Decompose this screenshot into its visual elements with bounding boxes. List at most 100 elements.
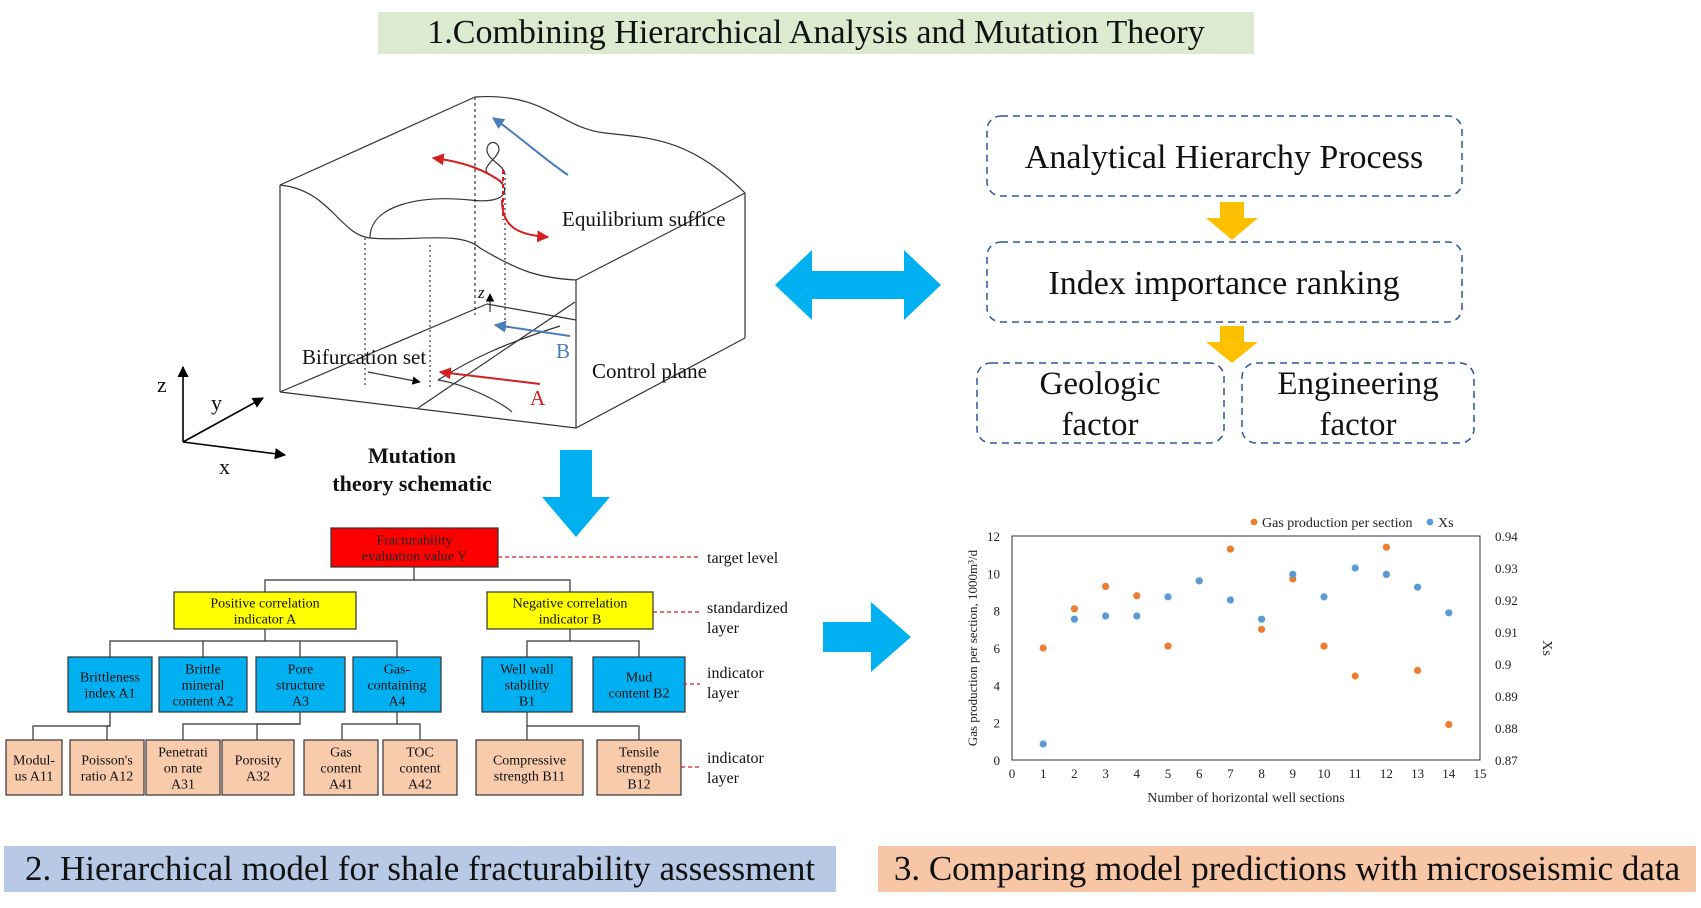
fold-curve [369, 141, 506, 239]
y-tick-label: 2 [994, 716, 1001, 731]
xs-point [1351, 564, 1359, 572]
target-node [330, 527, 499, 568]
negative-node-text: Negative correlation [513, 596, 628, 611]
xs-point [1320, 593, 1328, 601]
x-tick-label: 10 [1318, 766, 1331, 781]
sub-indicator-node-5-text: content [320, 761, 361, 776]
gas-point [1164, 642, 1172, 650]
gas-point [1133, 592, 1141, 600]
y-tick-label: 4 [994, 678, 1001, 693]
blue-arrow-top [492, 117, 569, 176]
level-label-indicator2: indicator [707, 750, 765, 767]
indicator-node-4-text: containing [367, 678, 426, 693]
x-tick-label: 3 [1102, 766, 1109, 781]
x-axis-title: Number of horizontal well sections [1147, 791, 1345, 806]
ranking-box [986, 241, 1463, 323]
red-arrow-a [438, 367, 541, 385]
schematic-caption-line1: Mutation [368, 443, 456, 468]
sub-indicator-node-4-text: A32 [246, 769, 270, 784]
engineering-line1: Engineering [1277, 366, 1438, 402]
equilibrium-surface-front [279, 184, 577, 281]
gas-point [1382, 543, 1390, 551]
sub-indicator-node-6-text: content [399, 761, 440, 776]
level-label-indicator1: layer [707, 685, 740, 702]
gas-point [1070, 605, 1078, 613]
x-tick-label: 11 [1349, 766, 1362, 781]
xs-point [1133, 612, 1141, 620]
connector-a3-sub2 [256, 723, 300, 740]
sub-indicator-node-3 [145, 739, 221, 796]
legend-label-1: Gas production per section [1262, 516, 1412, 531]
indicator-node-5-text: stability [504, 678, 549, 693]
xs-point [1039, 740, 1047, 748]
schematic-box-back-edge [279, 96, 476, 186]
level-label-indicator2: layer [707, 770, 740, 787]
section3-banner: 3. Comparing model predictions with micr… [878, 846, 1696, 892]
gas-point [1320, 642, 1328, 650]
indicator-node-3-text: structure [276, 678, 325, 693]
gas-point [1258, 625, 1266, 633]
x-tick-label: 13 [1411, 766, 1424, 781]
connector-a1-sub [32, 712, 111, 740]
xs-point [1195, 577, 1203, 585]
connector-a4-sub2 [397, 723, 421, 740]
sub-indicator-node-8-text: Tensile [619, 745, 659, 760]
ahp-box [986, 115, 1463, 197]
equilibrium-label: Equilibrium suffice [562, 207, 726, 231]
control-plane-axis [279, 303, 488, 393]
down-arrow [542, 450, 610, 537]
y2-tick-label: 0.93 [1495, 561, 1518, 576]
indicator-node-1-text: Brittleness [80, 670, 140, 685]
indicator-node-3-text: A3 [292, 695, 309, 710]
xs-point [1382, 570, 1390, 579]
gas-point [1414, 666, 1422, 675]
control-plane-label: Control plane [592, 359, 707, 383]
gas-point [1226, 545, 1234, 553]
geologic-line1: Geologic [1040, 366, 1161, 402]
target-node-text: Fracturability [376, 533, 452, 548]
sub-indicator-node-5-text: A41 [329, 778, 353, 793]
flow-arrows [542, 250, 941, 672]
sub-indicator-node-6-text: A42 [408, 778, 432, 793]
bifurcation-label: Bifurcation set [302, 345, 426, 369]
x-tick-label: 2 [1071, 766, 1078, 781]
negative-node [486, 591, 654, 630]
gas-point [1445, 720, 1453, 729]
gas-point [1039, 644, 1047, 652]
schematic-box-bottom-front [279, 337, 746, 429]
sub-indicator-node-2 [69, 739, 145, 796]
level-label-indicator1: indicator [707, 665, 765, 682]
engineering-box [1241, 362, 1475, 444]
indicator-node-2-text: Brittle [185, 662, 221, 677]
axis-y-line [182, 397, 264, 443]
bifurcation-cusp-lower [437, 379, 513, 413]
y-tick-label: 6 [994, 641, 1001, 656]
blue-arrow-b [493, 320, 571, 337]
connector-a1-sub2 [106, 725, 110, 740]
connector-a2 [265, 640, 398, 657]
sub-indicator-node-4 [221, 739, 295, 796]
xyz-axes [177, 365, 287, 460]
sub-indicator-node-6-text: TOC [406, 745, 434, 760]
ahp-box-text: Analytical Hierarchy Process [1025, 139, 1423, 176]
ahp-flow: Analytical Hierarchy Process Index impor… [976, 115, 1475, 444]
y-tick-label: 12 [987, 529, 1000, 544]
indicator-node-2 [158, 656, 248, 713]
indicator-node-3-text: Pore [288, 662, 314, 677]
indicator-node-6-text: content B2 [608, 686, 669, 701]
point-a-label: A [530, 386, 546, 410]
sub-indicator-node-2-text: Poisson's [81, 753, 133, 768]
indicator-node-4-text: A4 [388, 695, 405, 710]
sub-indicator-node-8-text: B12 [627, 778, 650, 793]
xs-point [1289, 570, 1297, 579]
legend-marker-2 [1426, 518, 1434, 526]
sub-indicator-node-5-text: Gas [330, 745, 352, 760]
indicator-node-6 [592, 656, 686, 713]
axis-z-label: z [157, 372, 167, 397]
y2-axis-title: Xs [1539, 640, 1554, 656]
gas-point [1351, 672, 1359, 680]
legend-label-2: Xs [1438, 516, 1454, 531]
sub-indicator-node-7 [475, 739, 584, 796]
mutation-schematic [279, 95, 746, 429]
